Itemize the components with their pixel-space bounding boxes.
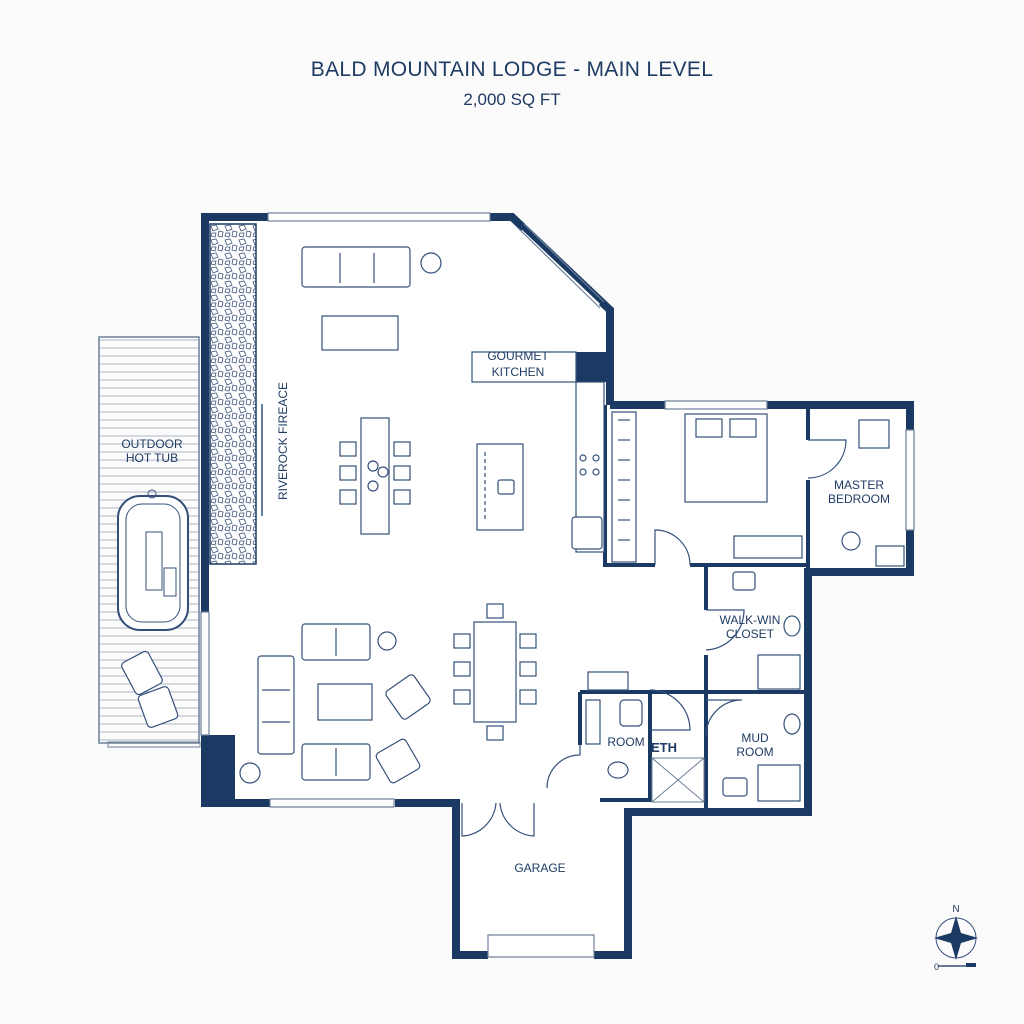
- plan-area: 2,000 SQ FT: [463, 90, 561, 109]
- building-footprint: [205, 217, 910, 955]
- shower-stall: [651, 757, 705, 803]
- label-closet: CLOSET: [726, 627, 775, 641]
- hot-tub: [117, 489, 189, 631]
- bathroom-fixtures: [585, 571, 801, 802]
- windows: [200, 212, 915, 958]
- compass-north: N: [952, 904, 959, 915]
- dining-table-2: [453, 603, 537, 741]
- label-gourmet-kitchen-2: KITCHEN: [492, 365, 545, 379]
- label-room: ROOM: [607, 735, 644, 749]
- living-room-furniture-top: [301, 246, 442, 351]
- label-master: MASTER: [834, 478, 884, 492]
- label-walk-in: WALK-WIN: [720, 613, 781, 627]
- label-fireplace: RIVEROCK FIREACE: [276, 382, 290, 500]
- label-mud: MUD: [741, 731, 769, 745]
- label-mud-room: ROOM: [736, 745, 773, 759]
- bedroom-furniture: [611, 411, 905, 567]
- label-gourmet-kitchen-1: GOURMET: [487, 349, 549, 363]
- living-room-furniture-bottom: [239, 623, 431, 784]
- label-hot-tub: HOT TUB: [126, 451, 178, 465]
- label-eth: ETH: [651, 740, 677, 755]
- deck-chairs: [121, 650, 179, 728]
- label-bedroom: BEDROOM: [828, 492, 890, 506]
- label-outdoor: OUTDOOR: [121, 437, 183, 451]
- label-garage: GARAGE: [514, 861, 565, 875]
- wall-corner-block: [201, 735, 235, 803]
- scale-start: 0: [934, 962, 939, 972]
- compass-rose: N 0: [934, 904, 978, 972]
- wall-kitchen-pier: [575, 352, 610, 382]
- kitchen-counter: [471, 351, 605, 553]
- dining-table-1: [339, 417, 411, 535]
- plan-title: BALD MOUNTAIN LODGE - MAIN LEVEL: [310, 58, 714, 81]
- stone-fireplace: [209, 223, 257, 565]
- door-swings: [461, 439, 847, 837]
- kitchen-island: [476, 443, 524, 531]
